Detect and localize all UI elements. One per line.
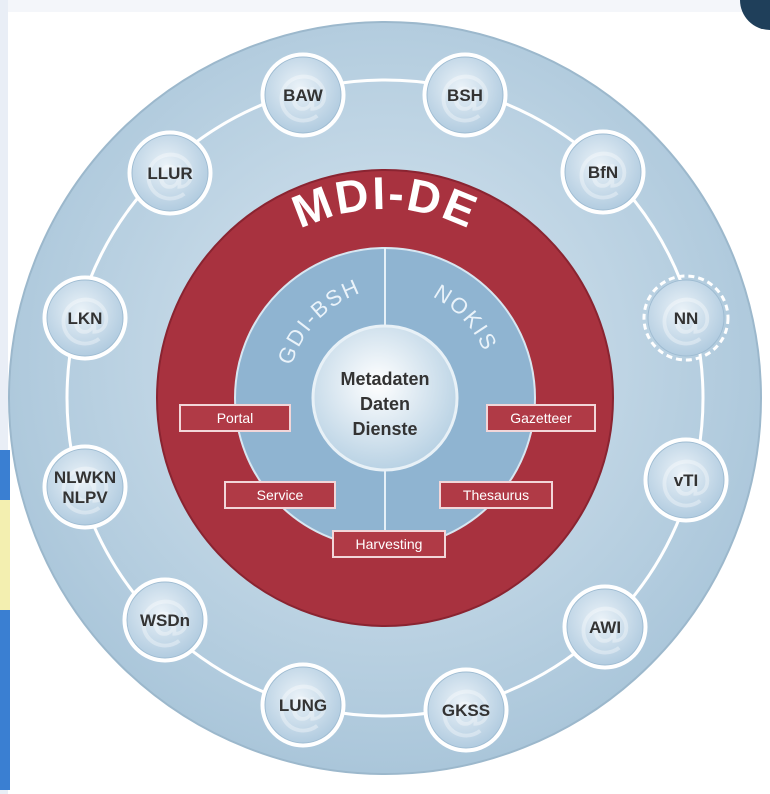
node-disc — [647, 279, 725, 357]
node-gkss: @GKSS — [423, 667, 509, 753]
node-lkn: @LKN — [42, 275, 128, 361]
node-label: LUNG — [279, 696, 327, 715]
background-window-top — [0, 0, 770, 12]
tag-thesaurus-label: Thesaurus — [463, 487, 529, 503]
node-label: BAW — [283, 86, 324, 105]
node-awi: @AWI — [562, 584, 648, 670]
background-window-strip-yellow — [0, 500, 10, 610]
node-bsh: @BSH — [422, 52, 508, 138]
tag-portal-label: Portal — [217, 410, 254, 426]
at-sign-icon: @ — [659, 448, 713, 511]
node-disc — [566, 588, 644, 666]
tag-service: Service — [224, 481, 336, 509]
tag-service-label: Service — [257, 487, 304, 503]
tag-harvesting-label: Harvesting — [356, 536, 423, 552]
node-label: vTI — [674, 471, 699, 490]
node-disc — [564, 133, 642, 211]
node-disc — [131, 134, 209, 212]
node-label: WSDn — [140, 611, 190, 630]
node-bfn: @BfN — [560, 129, 646, 215]
at-sign-icon: @ — [276, 673, 330, 736]
partner-nodes: @BAW@BSH@BfN@NN@vTI@AWI@GKSS@LUNG@WSDn@N… — [42, 52, 730, 753]
node-disc — [46, 279, 124, 357]
node-label: LLUR — [147, 164, 192, 183]
at-sign-icon: @ — [138, 588, 192, 651]
node-disc — [647, 441, 725, 519]
node-disc — [46, 448, 124, 526]
center-circle — [311, 324, 459, 472]
at-sign-icon: @ — [578, 595, 632, 658]
at-sign-icon: @ — [58, 286, 112, 349]
node-connector-ring — [65, 78, 705, 718]
tag-gazetteer-label: Gazetteer — [510, 410, 572, 426]
node-disc — [427, 671, 505, 749]
node-baw: @BAW — [260, 52, 346, 138]
background-window-strip — [0, 450, 10, 790]
node-disc — [426, 56, 504, 134]
tag-thesaurus: Thesaurus — [439, 481, 553, 509]
node-llur: @LLUR — [127, 130, 213, 216]
at-sign-icon: @ — [438, 63, 492, 126]
at-sign-icon: @ — [439, 678, 493, 741]
tag-harvesting: Harvesting — [332, 530, 446, 558]
at-sign-icon: @ — [143, 141, 197, 204]
node-disc — [264, 666, 342, 744]
node-disc — [264, 56, 342, 134]
node-label: NN — [674, 309, 699, 328]
tag-portal: Portal — [179, 404, 291, 432]
node-nn: @NN — [642, 274, 730, 362]
at-sign-icon: @ — [576, 140, 630, 203]
node-label: NLWKN — [54, 468, 116, 487]
node-label: LKN — [68, 309, 103, 328]
center-label-daten: Daten — [360, 394, 410, 414]
node-label: AWI — [589, 618, 621, 637]
node-label: GKSS — [442, 701, 490, 720]
node-disc — [126, 581, 204, 659]
at-sign-icon: @ — [659, 286, 713, 349]
center-label-metadaten: Metadaten — [340, 369, 429, 389]
center-label-dienste: Dienste — [352, 419, 417, 439]
background-window-edge — [0, 0, 8, 794]
node-lung: @LUNG — [260, 662, 346, 748]
at-sign-icon: @ — [276, 63, 330, 126]
node-label: NLPV — [62, 488, 108, 507]
tag-gazetteer: Gazetteer — [486, 404, 596, 432]
node-label: BSH — [447, 86, 483, 105]
node-wsdn: @WSDn — [122, 577, 208, 663]
at-sign-icon: @ — [58, 455, 112, 518]
node-border — [642, 274, 730, 362]
node-label: BfN — [588, 163, 618, 182]
node-vti: @vTI — [643, 437, 729, 523]
